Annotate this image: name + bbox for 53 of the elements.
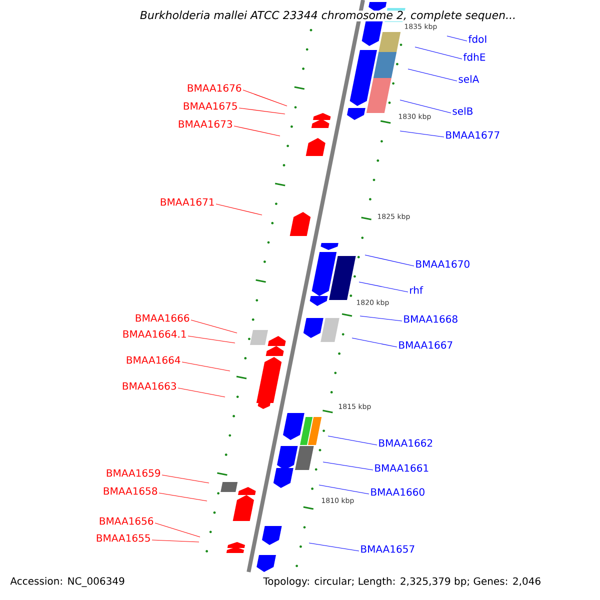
- leader-line: [328, 436, 378, 446]
- info-text: Accession: NC_006349: [9, 576, 126, 588]
- leader-line: [446, 36, 468, 42]
- leader-line: [318, 484, 370, 494]
- gene-label: BMAA1664.1: [123, 330, 186, 338]
- gene-label: rhf: [410, 286, 424, 294]
- leader-line: [234, 126, 280, 136]
- leader-line: [414, 46, 462, 60]
- gene-label: BMAA1662: [379, 439, 432, 447]
- leader-line: [182, 362, 230, 372]
- leader-line: [364, 254, 414, 266]
- gene-label: BMAA1671: [160, 198, 214, 206]
- gene-label: BMAA1677: [446, 131, 500, 139]
- leader-line: [322, 462, 374, 470]
- leader-line: [352, 338, 398, 348]
- leader-line: [162, 474, 210, 484]
- leader-line: [238, 108, 286, 114]
- gene-label: BMAA1660: [371, 488, 424, 496]
- gene-label: BMAA1664: [126, 356, 180, 364]
- title: Burkholderia mallei ATCC 23344 chromosome 2, complete sequen...: [140, 10, 516, 22]
- leader-line: [358, 282, 408, 292]
- leader-line: [400, 130, 444, 138]
- leader-line: [188, 336, 236, 344]
- gene-label: BMAA1668: [404, 315, 458, 323]
- gene-label: selA: [458, 75, 480, 83]
- gene-label: BMAA1656: [100, 517, 154, 525]
- info-text: Topology: circular; Length: 2,325,379 bp; Genes: 2,046: [262, 576, 542, 588]
- leader-line: [154, 522, 200, 538]
- gene-label: selB: [452, 107, 472, 115]
- leader-line: [158, 492, 208, 502]
- gene-label: BMAA1667: [399, 341, 452, 349]
- leader-line: [360, 316, 402, 322]
- leader-line: [242, 90, 288, 106]
- gene-label: BMAA1655: [96, 534, 150, 542]
- gene-label: BMAA1659: [106, 469, 160, 477]
- leader-line: [400, 100, 452, 114]
- leader-line: [190, 320, 238, 334]
- leader-line: [178, 388, 226, 398]
- gene-label: fdoI: [468, 35, 486, 43]
- gene-label: BMAA1676: [188, 84, 242, 92]
- leader-line: [408, 68, 458, 82]
- gene-label: BMAA1666: [136, 314, 190, 322]
- gene-label: BMAA1670: [416, 260, 470, 268]
- gene-label: BMAA1661: [375, 464, 428, 472]
- leader-line: [152, 540, 200, 542]
- leader-line: [308, 542, 360, 552]
- gene-label: BMAA1658: [104, 487, 158, 495]
- gene-label: BMAA1663: [122, 382, 176, 390]
- gene-label: BMAA1673: [178, 120, 232, 128]
- leader-line: [216, 204, 262, 216]
- gene-label: BMAA1675: [184, 102, 237, 110]
- gene-label: fdhE: [463, 53, 486, 61]
- gene-label: BMAA1657: [361, 545, 414, 553]
